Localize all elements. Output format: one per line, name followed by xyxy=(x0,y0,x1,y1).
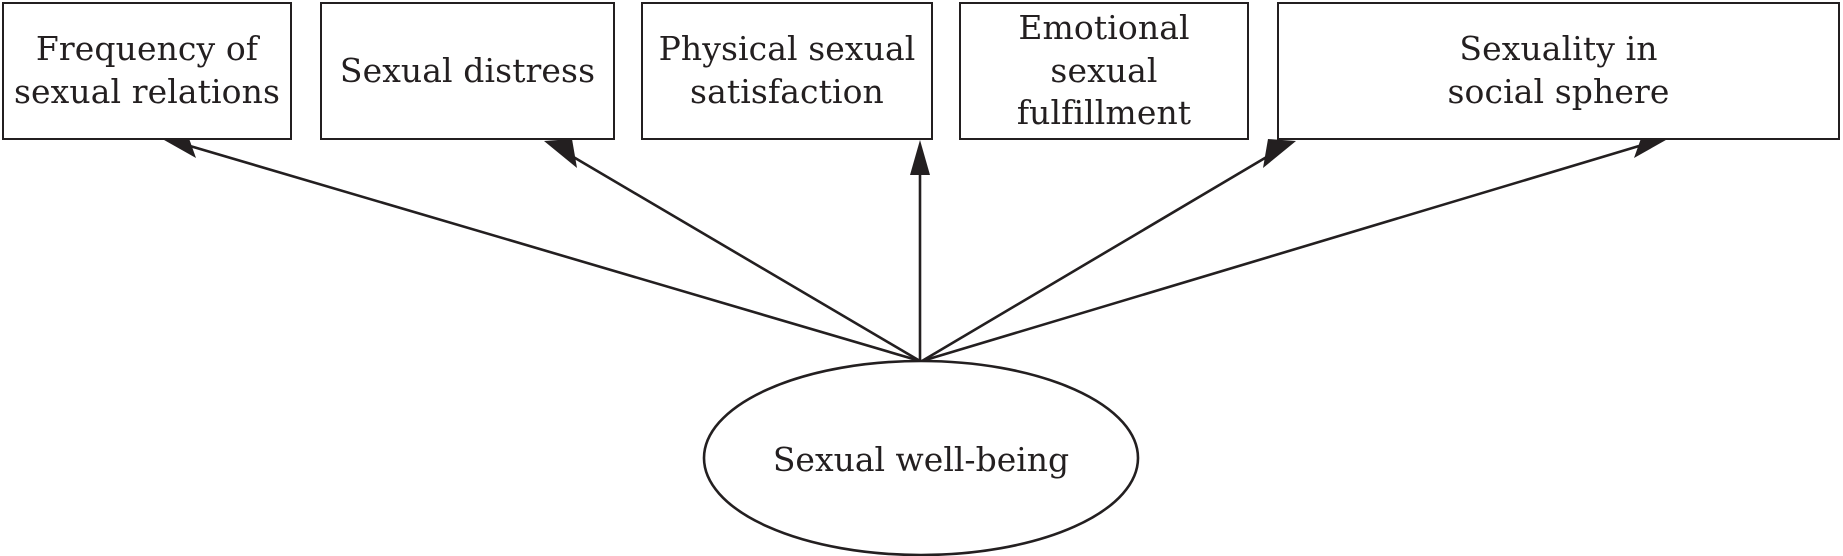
arrow-to-sexual-distress xyxy=(544,139,921,363)
arrow-to-frequency-of-sexual-relations xyxy=(157,130,921,363)
arrow-to-sexuality-in-social-sphere xyxy=(921,130,1673,363)
latent-variable-ellipse xyxy=(702,359,1140,556)
arrow-to-emotional-sexual-fulfillment xyxy=(921,139,1296,363)
arrow-to-physical-sexual-satisfaction xyxy=(910,140,930,361)
indicator-box-sexual-distress[interactable]: Sexual distress xyxy=(320,2,615,140)
indicator-box-sexuality-in-social-sphere[interactable]: Sexuality in social sphere xyxy=(1277,2,1840,140)
indicator-label: Emotional sexual fulfillment xyxy=(1016,7,1192,133)
indicator-box-emotional-sexual-fulfillment[interactable]: Emotional sexual fulfillment xyxy=(959,2,1249,140)
indicator-label: Physical sexual satisfaction xyxy=(658,29,916,111)
indicator-box-physical-sexual-satisfaction[interactable]: Physical sexual satisfaction xyxy=(641,2,933,140)
indicator-box-frequency-of-sexual-relations[interactable]: Frequency of sexual relations xyxy=(2,2,292,140)
latent-variable-label: Sexual well-being xyxy=(772,440,1070,479)
indicator-label: Sexual distress xyxy=(339,50,596,90)
indicator-label: Sexuality in social sphere xyxy=(1447,29,1670,111)
indicator-label: Frequency of sexual relations xyxy=(13,29,281,111)
